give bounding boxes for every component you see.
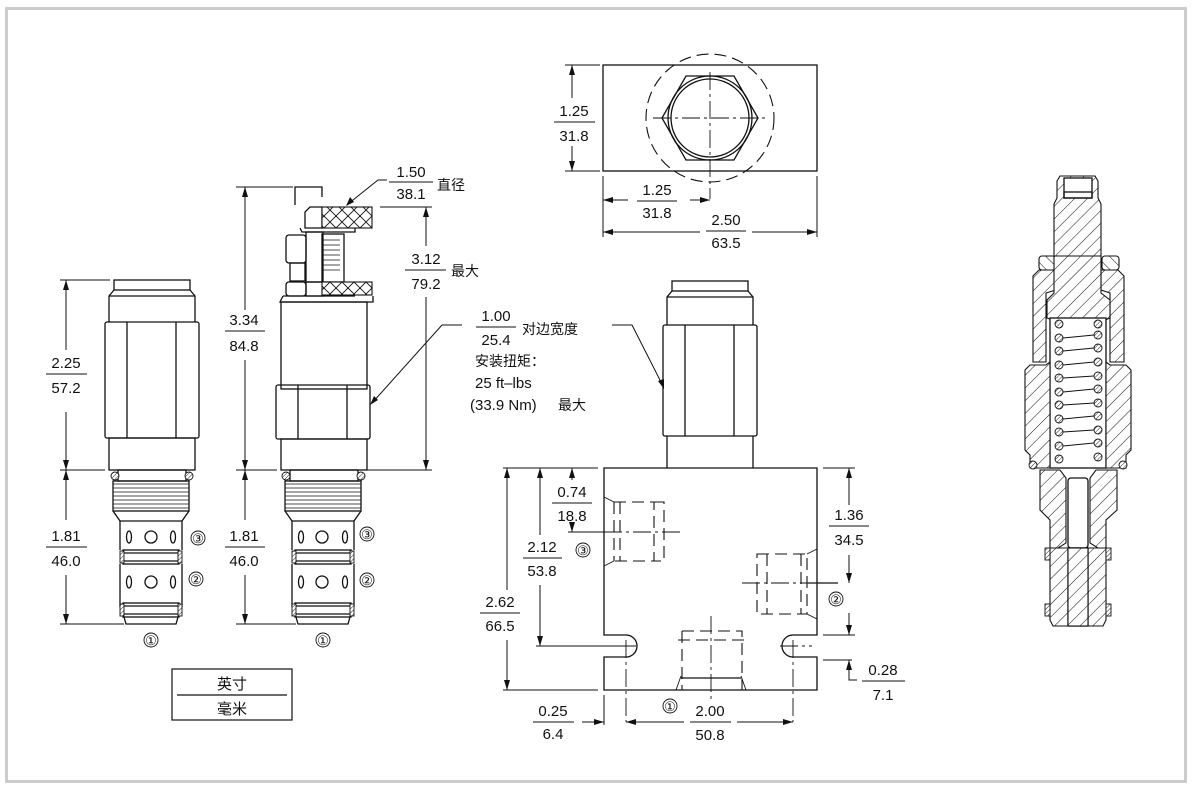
- torque-label: 安装扭矩：: [475, 354, 545, 370]
- hole-from-edge-in: 0.25: [538, 703, 567, 720]
- port-3-label: ③: [577, 543, 589, 558]
- cartridge-side-view-2: [275, 186, 374, 625]
- spring: [1054, 319, 1103, 464]
- torque-metric: (33.9 Nm): [470, 397, 537, 414]
- top-view-dimensions: 1.25 31.8 1.25 31.8 2.50 63.5: [554, 64, 818, 252]
- drawing-frame: [5, 7, 1187, 783]
- port-1-label: ①: [317, 633, 329, 648]
- body-front-view: [603, 280, 838, 722]
- hex-size-mm: 25.4: [481, 332, 510, 349]
- torque-note: 最大: [558, 398, 586, 414]
- overall-height-in: 2.62: [485, 594, 514, 611]
- port-2-label: ②: [830, 592, 842, 607]
- dim-knob-max-in: 3.12: [411, 251, 440, 268]
- top-offset-mm: 31.8: [642, 205, 671, 222]
- dim-body-length-mm: 57.2: [51, 380, 80, 397]
- port3-top-mm: 18.8: [557, 508, 586, 525]
- hole-from-bottom-in: 0.28: [868, 662, 897, 679]
- cartridge-section-view: [1024, 175, 1132, 627]
- dim-knob-max-mm: 79.2: [411, 276, 440, 293]
- top-offset-in: 1.25: [642, 182, 671, 199]
- port2-from-top-in: 1.36: [834, 507, 863, 524]
- port-2-label: ②: [361, 573, 373, 588]
- units-mm-label: 毫米: [217, 700, 247, 718]
- overall-height-mm: 66.5: [485, 618, 514, 635]
- dim-overall-length-mm: 84.8: [229, 338, 258, 355]
- top-width-mm: 63.5: [711, 235, 740, 252]
- cartridge-side-view-1: [104, 279, 200, 625]
- top-height-in: 1.25: [559, 103, 588, 120]
- port-3-label: ③: [192, 531, 204, 546]
- thread-region: [284, 480, 362, 512]
- dim-knob-diameter-in: 1.50: [396, 164, 425, 181]
- port3-top-in: 0.74: [557, 484, 586, 501]
- top-width-in: 2.50: [711, 212, 740, 229]
- dim-stem-length-mm: 46.0: [51, 553, 80, 570]
- hex-callout: 1.00 25.4 对边宽度 安装扭矩： 25 ft–lbs (33.9 Nm)…: [370, 308, 664, 414]
- hole-from-edge-mm: 6.4: [543, 726, 564, 743]
- top-height-mm: 31.8: [559, 128, 588, 145]
- hole-from-top-in: 2.12: [527, 539, 556, 556]
- dim-stem-length-mm: 46.0: [229, 553, 258, 570]
- port2-from-top-mm: 34.5: [834, 532, 863, 549]
- port-1-label: ①: [145, 633, 157, 648]
- hole-spacing-in: 2.00: [695, 703, 724, 720]
- dim-body-length-in: 2.25: [51, 355, 80, 372]
- dim-stem-length-in: 1.81: [229, 528, 258, 545]
- hex-size-in: 1.00: [481, 308, 510, 325]
- dim-knob-diameter-note: 直径: [437, 177, 465, 194]
- units-legend: 英寸 毫米: [171, 668, 293, 721]
- view1-dimensions: 2.25 57.2 1.81 46.0: [46, 279, 124, 625]
- hole-from-bottom-mm: 7.1: [873, 687, 894, 704]
- body-top-view: [602, 53, 818, 199]
- view1-port-labels: ③ ② ①: [143, 530, 206, 648]
- torque-imperial: 25 ft–lbs: [475, 375, 532, 392]
- view2-dimensions: 3.34 84.8 1.81 46.0 1.50 38.1 直径 3.12 79…: [225, 164, 479, 648]
- hole-spacing-mm: 50.8: [695, 727, 724, 744]
- dim-knob-max-note: 最大: [451, 264, 479, 280]
- thread-region: [112, 480, 190, 512]
- port-3-label: ③: [361, 527, 373, 542]
- dim-overall-length-in: 3.34: [229, 312, 258, 329]
- port-2-label: ②: [190, 572, 202, 587]
- port-1-label: ①: [664, 699, 676, 714]
- units-inch-label: 英寸: [217, 675, 247, 693]
- hole-from-top-mm: 53.8: [527, 563, 556, 580]
- hex-size-note: 对边宽度: [522, 321, 578, 338]
- dim-knob-diameter-mm: 38.1: [396, 186, 425, 203]
- body-view-dimensions: 0.74 18.8 2.12 53.8 ③ 2.62 66.5 1.36 34.…: [480, 467, 905, 744]
- dim-stem-length-in: 1.81: [51, 528, 80, 545]
